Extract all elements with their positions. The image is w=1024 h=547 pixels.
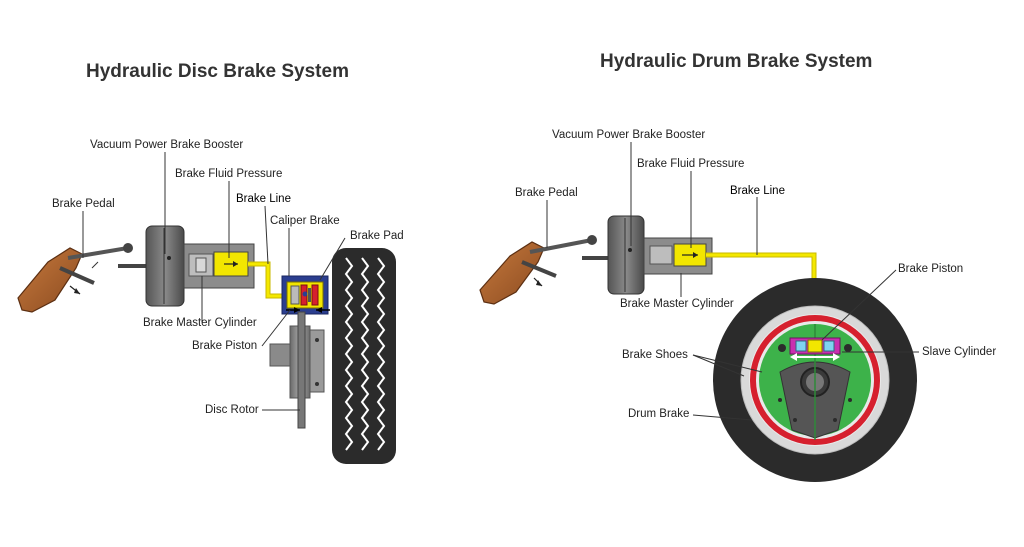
disc-label-pad: Brake Pad [350, 230, 404, 242]
drum-label-booster: Vacuum Power Brake Booster [552, 129, 706, 141]
drum-label-master-cylinder: Brake Master Cylinder [620, 298, 734, 310]
drum-label-slave-cylinder: Slave Cylinder [922, 346, 997, 358]
drum-brake-pedal [479, 235, 597, 305]
drum-vacuum-booster [607, 215, 645, 295]
drum-label-brake-line: Brake Line [730, 185, 785, 197]
disc-caliper [281, 275, 329, 315]
disc-label-piston: Brake Piston [192, 340, 258, 352]
disc-title: Hydraulic Disc Brake System [86, 61, 349, 82]
disc-leader-lines [82, 152, 346, 411]
drum-title: Hydraulic Drum Brake System [600, 51, 873, 72]
drum-label-fluid-pressure: Brake Fluid Pressure [637, 158, 745, 170]
drum-label-piston: Brake Piston [898, 263, 964, 275]
disc-label-brake-line: Brake Line [236, 193, 291, 205]
drum-master-cylinder [643, 237, 713, 275]
drum-leader-lines [546, 142, 919, 421]
drum-wheel [713, 278, 917, 482]
disc-brake-pedal [17, 243, 133, 313]
disc-master-cylinder [183, 243, 255, 289]
drum-slave-cylinder [778, 337, 852, 361]
disc-tire [332, 248, 396, 464]
disc-label-booster: Vacuum Power Brake Booster [90, 139, 244, 151]
disc-label-rotor: Disc Rotor [205, 404, 259, 416]
disc-vacuum-booster [145, 225, 185, 307]
disc-brake-system [17, 152, 396, 464]
disc-label-pedal: Brake Pedal [52, 198, 115, 210]
disc-label-fluid-pressure: Brake Fluid Pressure [175, 168, 283, 180]
drum-label-shoes: Brake Shoes [622, 349, 688, 361]
drum-label-drum: Drum Brake [628, 408, 690, 420]
drum-brake-system [479, 142, 919, 482]
disc-label-master-cylinder: Brake Master Cylinder [143, 317, 257, 329]
disc-rotor [269, 311, 325, 429]
disc-label-caliper: Caliper Brake [270, 215, 340, 227]
drum-label-pedal: Brake Pedal [515, 187, 578, 199]
